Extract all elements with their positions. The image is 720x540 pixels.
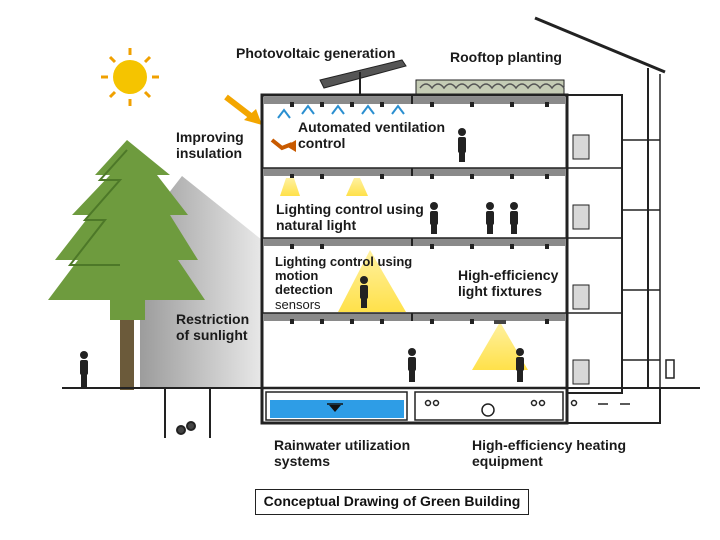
label-heating: High-efficiency heating equipment [472,437,627,469]
tree-icon [48,140,205,390]
building-structure [260,16,666,425]
window-panels [572,134,590,385]
water-tank-icon [270,400,404,418]
fan-icon [277,104,405,119]
label-photovoltaic: Photovoltaic generation [236,45,396,61]
heating-equipment-icon [424,399,630,417]
exterior-fixture-icon [665,359,675,379]
label-rainwater: Rainwater utilization systems [274,437,411,469]
label-ventilation: Automated ventilation control [298,119,446,151]
drain-icon [164,388,211,438]
solar-panel-icon [319,59,407,96]
label-restriction-sunlight: Restriction of sunlight [176,311,250,343]
label-light-fixtures: High-efficiency light fixtures [458,267,559,299]
label-sensors: sensors [275,297,321,312]
ceiling-fixtures [290,102,549,324]
label-insulation: Improving insulation [176,129,244,161]
diagram-caption: Conceptual Drawing of Green Building [255,489,529,515]
sunlight-arrow-icon [224,94,262,125]
label-rooftop-planting: Rooftop planting [450,49,562,65]
label-lighting-natural: Lighting control using natural light [276,201,424,233]
lamp-icon [280,178,528,370]
person-icon [80,128,524,387]
vent-arrow-icon [270,138,296,152]
label-lighting-motion: Lighting control using motion detection [275,254,413,297]
sun-icon [101,48,159,106]
